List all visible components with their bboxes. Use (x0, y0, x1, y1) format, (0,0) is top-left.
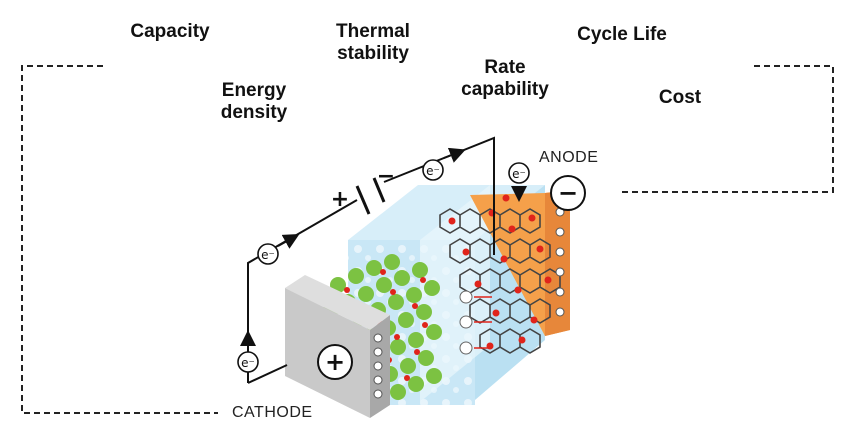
svg-text:e⁻: e⁻ (426, 164, 440, 178)
rate-capability-line1: Rate (484, 57, 526, 78)
anode-minus-circle (550, 175, 586, 211)
rate-capability-label: Rate capability (446, 57, 564, 101)
cathode-plus-circle (317, 344, 353, 380)
wire-arrow-1 (277, 234, 300, 249)
anode-plate-face (545, 190, 570, 336)
cathode-lead (247, 364, 288, 384)
svg-text:e⁻: e⁻ (261, 248, 275, 262)
cathode-plus-sign: + (325, 348, 345, 376)
wire-arrow-2 (443, 147, 466, 163)
separator (420, 185, 490, 402)
thermal-stability-line1: Thermal (336, 21, 410, 42)
cathode-label: CATHODE (232, 404, 313, 421)
cost-label: Cost (658, 87, 702, 108)
energy-density-line1: Energy (221, 80, 287, 101)
lithium-ions (459, 290, 492, 355)
left-dashed-bracket (21, 65, 218, 414)
electron-2: e⁻ (422, 159, 444, 181)
capacity-label: Capacity (130, 21, 210, 42)
energy-density-line2: density (220, 102, 288, 123)
electron-4: e⁻ (508, 162, 530, 184)
electron-1: e⁻ (257, 243, 279, 265)
cathode-plate-top (285, 275, 390, 330)
energy-density-label: Energy density (204, 80, 304, 124)
anode-minus-sign: − (558, 179, 578, 207)
circuit-wire-top (383, 136, 495, 255)
thermal-stability-label: Thermal stability (318, 21, 428, 65)
cycle-life-label: Cycle Life (577, 24, 667, 45)
battery-symbol-long (355, 185, 371, 215)
anode-terminals (555, 207, 565, 317)
electron-3: e⁻ (237, 351, 259, 373)
battery-minus-label: − (377, 164, 395, 189)
svg-text:e⁻: e⁻ (241, 356, 255, 370)
battery-plus-label: + (331, 187, 349, 212)
rate-capability-line2: capability (461, 79, 549, 100)
battery-symbol-short (372, 177, 386, 203)
thermal-stability-line2: stability (337, 43, 409, 64)
right-dashed-bracket (620, 65, 834, 193)
cathode-terminals (373, 333, 383, 399)
graphite-layers (439, 208, 561, 354)
anode-label: ANODE (539, 149, 599, 166)
svg-text:e⁻: e⁻ (512, 167, 526, 181)
